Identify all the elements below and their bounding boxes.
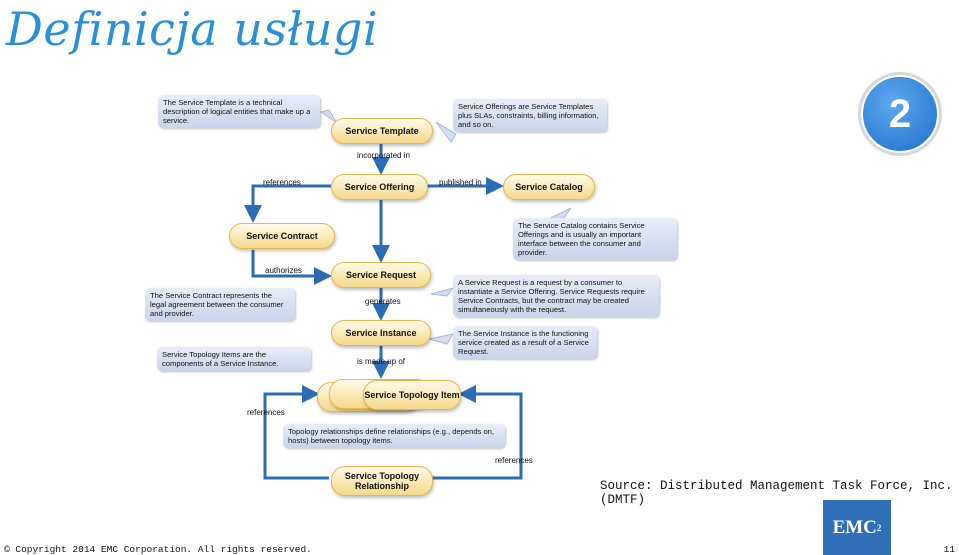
note-topology-items: Service Topology Items are the component… (157, 347, 311, 371)
node-service-catalog: Service Catalog (503, 174, 595, 200)
source-citation: Source: Distributed Management Task Forc… (600, 479, 953, 507)
arrow-references-right (431, 385, 523, 480)
service-definition-diagram: The Service Template is a technical desc… (131, 82, 693, 498)
label-references-top: references (263, 178, 301, 187)
callout-tail-offerings (435, 121, 457, 143)
node-service-topology-relationship: Service Topology Relationship (331, 466, 433, 496)
node-service-topology-item: Service Topology Item (363, 380, 461, 410)
label-incorporated-in: incorporated in (357, 151, 410, 160)
node-service-request: Service Request (331, 262, 431, 288)
callout-tail-template (319, 109, 337, 123)
copyright-text: © Copyright 2014 EMC Corporation. All ri… (4, 544, 312, 555)
emc-logo-superscript: 2 (876, 522, 882, 533)
node-service-contract: Service Contract (229, 223, 335, 249)
label-generates: generates (365, 297, 401, 306)
note-topology-relationships: Topology relationships define relationsh… (283, 424, 505, 448)
label-references-right: references (495, 456, 533, 465)
page-number: 11 (943, 544, 955, 555)
label-references-left: references (247, 408, 285, 417)
callout-tail-request (430, 287, 455, 297)
note-contract: The Service Contract represents the lega… (145, 288, 295, 321)
note-catalog: The Service Catalog contains Service Off… (513, 218, 677, 260)
node-service-template: Service Template (331, 118, 433, 144)
label-authorizes: authorizes (265, 266, 302, 275)
note-request: A Service Request is a request by a cons… (453, 275, 659, 317)
note-instance: The Service Instance is the functioning … (453, 326, 597, 359)
callout-tail-instance (428, 333, 455, 345)
note-offerings: Service Offerings are Service Templates … (453, 99, 607, 132)
slide-title: Definicja usługi (6, 2, 379, 56)
arrow-references-contract (244, 184, 331, 223)
arrow-references-left (263, 385, 329, 480)
node-service-instance: Service Instance (331, 320, 431, 346)
slide-badge-number: 2 (861, 75, 939, 153)
emc-logo-text: EMC (832, 516, 877, 538)
label-is-made-up-of: is made up of (357, 357, 406, 366)
node-service-offering: Service Offering (331, 174, 428, 200)
label-published-in: published in (439, 178, 482, 187)
slide-badge: 2 (858, 72, 942, 156)
arrow-authorizes (251, 250, 332, 285)
note-template: The Service Template is a technical desc… (158, 95, 320, 128)
